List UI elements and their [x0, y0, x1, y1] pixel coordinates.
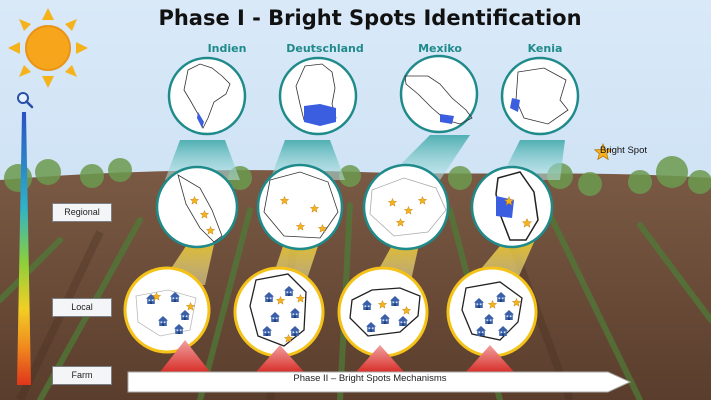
local-map-kenya: [446, 266, 538, 358]
regional-map-mexico: [362, 163, 450, 251]
scale-label-farm: Farm: [52, 366, 112, 385]
legend-label: Bright Spot: [600, 145, 647, 156]
phase2-label: Phase II – Bright Spots Mechanisms: [293, 373, 447, 384]
country-map-mexico: [399, 54, 479, 134]
page-title: Phase I - Bright Spots Identification: [158, 6, 582, 30]
country-label-india: Indien: [207, 42, 247, 55]
local-map-mexico: [337, 266, 429, 358]
scale-gradient-bar: [17, 112, 31, 385]
regional-map-germany: [256, 163, 344, 251]
country-map-india: [167, 56, 247, 136]
scale-label-regional: Regional: [52, 203, 112, 222]
country-map-germany: [278, 56, 358, 136]
country-label-mexico: Mexiko: [418, 42, 462, 55]
country-map-kenya: [500, 56, 580, 136]
regional-map-india: [155, 165, 239, 249]
local-to-farm-connectors: [160, 340, 514, 372]
local-map-india: [123, 266, 211, 354]
country-label-kenya: Kenia: [527, 42, 563, 55]
local-map-germany: [233, 266, 325, 358]
magnifier-icon: [17, 92, 34, 109]
regional-map-kenya: [470, 165, 554, 249]
country-label-germany: Deutschland: [286, 42, 364, 55]
scale-label-local: Local: [52, 298, 112, 317]
sun-icon: [8, 8, 88, 88]
phase2-arrow: [127, 371, 632, 393]
